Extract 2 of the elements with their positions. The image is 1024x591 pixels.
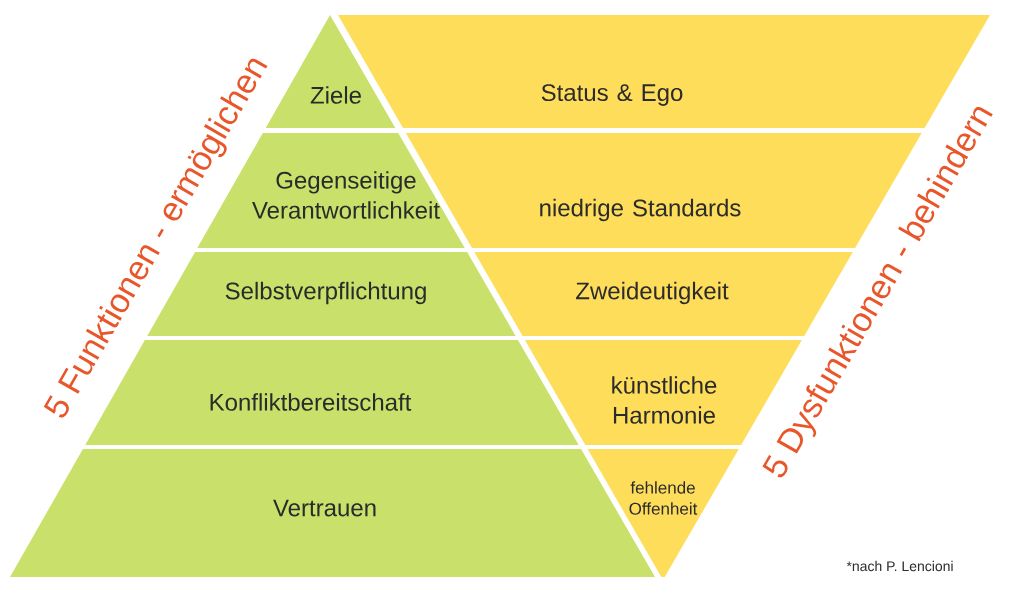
footnote: *nach P. Lencioni [846, 560, 953, 572]
pyramid-layer: fehlende Offenheit [587, 449, 739, 577]
